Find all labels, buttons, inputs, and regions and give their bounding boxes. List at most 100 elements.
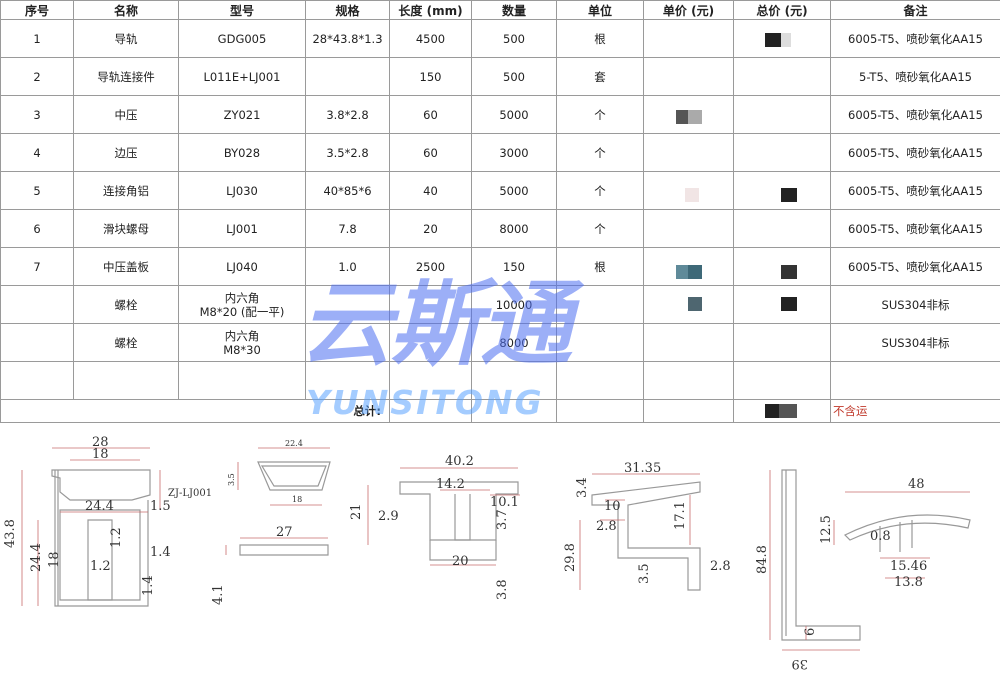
cell[interactable] [471,361,557,400]
cell[interactable] [733,323,831,362]
cell[interactable] [389,323,472,362]
cell[interactable] [556,285,644,324]
total-label[interactable]: 总计: [0,399,390,423]
cell-total-price[interactable] [733,209,831,248]
col-header[interactable]: 总价 (元) [733,0,831,20]
cell-length[interactable]: 150 [389,57,472,96]
col-header[interactable]: 长度 (mm) [389,0,472,20]
cell-qty[interactable]: 150 [471,247,557,286]
cell-unit-price[interactable] [643,57,734,96]
cell-no[interactable]: 4 [0,133,74,172]
cell-no[interactable]: 7 [0,247,74,286]
col-header[interactable]: 备注 [830,0,1000,20]
cell-model[interactable]: L011E+LJ001 [178,57,306,96]
cell-name[interactable]: 中压盖板 [73,247,179,286]
cell-model[interactable]: LJ001 [178,209,306,248]
cell-unit[interactable]: 根 [556,19,644,58]
cell-spec[interactable] [305,57,390,96]
cell-qty[interactable]: 10000 [471,285,557,324]
cell-spec[interactable]: 3.8*2.8 [305,95,390,134]
cell-qty[interactable]: 500 [471,57,557,96]
cell-qty[interactable]: 500 [471,19,557,58]
col-header[interactable]: 单价 (元) [643,0,734,20]
cell-name[interactable]: 连接角铝 [73,171,179,210]
cell-total-price[interactable] [733,95,831,134]
col-header[interactable]: 单位 [556,0,644,20]
cell-note[interactable]: SUS304非标 [830,323,1000,362]
cell-note[interactable]: 6005-T5、喷砂氧化AA15 [830,171,1000,210]
cell-length[interactable]: 60 [389,133,472,172]
cell-unit-price[interactable] [643,133,734,172]
cell-model[interactable]: LJ040 [178,247,306,286]
cell-model[interactable]: GDG005 [178,19,306,58]
cell[interactable] [389,361,472,400]
cell[interactable] [830,361,1000,400]
cell-note[interactable]: 6005-T5、喷砂氧化AA15 [830,19,1000,58]
cell-model[interactable]: ZY021 [178,95,306,134]
cell-name[interactable]: 螺栓 [73,323,179,362]
cell-note[interactable]: 6005-T5、喷砂氧化AA15 [830,95,1000,134]
cell[interactable] [556,323,644,362]
cell-qty[interactable]: 8000 [471,209,557,248]
cell-qty[interactable]: 5000 [471,171,557,210]
cell-unit-price[interactable] [643,19,734,58]
col-header[interactable]: 规格 [305,0,390,20]
cell-no[interactable]: 5 [0,171,74,210]
cell-unit[interactable]: 个 [556,209,644,248]
cell[interactable] [0,285,74,324]
cell[interactable] [0,361,74,400]
cell-unit[interactable]: 个 [556,95,644,134]
cell-spec[interactable]: 7.8 [305,209,390,248]
cell-name[interactable]: 中压 [73,95,179,134]
cell-spec[interactable]: 28*43.8*1.3 [305,19,390,58]
cell[interactable] [178,361,306,400]
cell[interactable] [643,361,734,400]
cell-length[interactable]: 4500 [389,19,472,58]
cell-unit-price[interactable] [643,209,734,248]
cell-spec[interactable]: 3.5*2.8 [305,133,390,172]
cell-total-price[interactable] [733,57,831,96]
cell[interactable] [471,399,557,423]
cell[interactable] [733,361,831,400]
cell[interactable] [389,285,472,324]
cell[interactable] [0,323,74,362]
cell[interactable] [73,361,179,400]
cell[interactable] [643,399,734,423]
cell[interactable] [643,323,734,362]
cell-spec[interactable]: 40*85*6 [305,171,390,210]
cell-unit[interactable]: 个 [556,133,644,172]
cell-no[interactable]: 2 [0,57,74,96]
col-header[interactable]: 名称 [73,0,179,20]
col-header[interactable]: 型号 [178,0,306,20]
cell-model[interactable]: BY028 [178,133,306,172]
cell-name[interactable]: 边压 [73,133,179,172]
cell-name[interactable]: 导轨 [73,19,179,58]
cell-name[interactable]: 螺栓 [73,285,179,324]
col-header[interactable]: 数量 [471,0,557,20]
cell-note[interactable]: 6005-T5、喷砂氧化AA15 [830,209,1000,248]
cell[interactable] [556,399,644,423]
cell-unit[interactable]: 个 [556,171,644,210]
cell-name[interactable]: 滑块螺母 [73,209,179,248]
cell-total-price[interactable] [733,133,831,172]
cell-length[interactable]: 20 [389,209,472,248]
cell[interactable] [305,323,390,362]
total-note[interactable]: 不含运 [830,399,1000,423]
cell-qty[interactable]: 5000 [471,95,557,134]
col-header[interactable]: 序号 [0,0,74,20]
cell-qty[interactable]: 8000 [471,323,557,362]
cell-no[interactable]: 6 [0,209,74,248]
cell-spec[interactable]: 1.0 [305,247,390,286]
cell-model[interactable]: LJ030 [178,171,306,210]
cell-no[interactable]: 1 [0,19,74,58]
cell-length[interactable]: 60 [389,95,472,134]
cell[interactable] [556,361,644,400]
cell-note[interactable]: 6005-T5、喷砂氧化AA15 [830,133,1000,172]
cell[interactable] [305,285,390,324]
cell-note[interactable]: 6005-T5、喷砂氧化AA15 [830,247,1000,286]
cell-length[interactable]: 40 [389,171,472,210]
cell-length[interactable]: 2500 [389,247,472,286]
cell-name[interactable]: 导轨连接件 [73,57,179,96]
